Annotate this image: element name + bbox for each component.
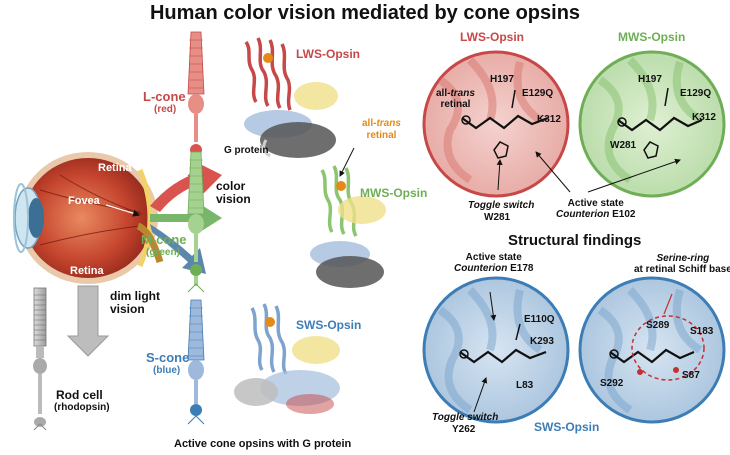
serine-s183: S183 <box>690 326 714 337</box>
mws-zoom-panel <box>578 50 726 198</box>
dim-light-arrow <box>66 285 110 357</box>
mws-k312: K312 <box>692 112 716 123</box>
m-cone-label: M-cone <box>141 232 187 247</box>
s-cone-label: S-cone <box>146 350 190 365</box>
lws-opsin-label: LWS-Opsin <box>296 47 360 61</box>
sws-toggle-switch: Toggle switch <box>432 412 499 423</box>
rod-cell-icon <box>33 287 47 431</box>
mws-w281: W281 <box>610 140 637 151</box>
serine-ring-label: Serine-ring at retinal Schiff base <box>634 253 730 275</box>
s-cone-sub: (blue) <box>153 365 181 376</box>
counterion-e178-label: Active state Counterion E178 <box>454 252 533 274</box>
sws-k293: K293 <box>530 336 554 347</box>
lws-retinal-a: all- <box>436 88 451 99</box>
sws-y262: Y262 <box>452 424 476 435</box>
mws-h197: H197 <box>638 74 662 85</box>
mws-e129q: E129Q <box>680 88 712 99</box>
pointer-toggle-switch <box>496 159 503 191</box>
active-state-2: Active state <box>465 252 522 263</box>
sws-opsin-label: SWS-Opsin <box>296 318 362 332</box>
l-cone-label: L-cone <box>143 89 186 104</box>
sws-l83: L83 <box>516 380 534 391</box>
counterion-2-res: E178 <box>510 263 534 274</box>
lws-zoom-panel <box>422 50 570 198</box>
mws-opsin-structure <box>310 165 386 288</box>
counterion-e102-label: Active state Counterion E102 <box>556 198 635 220</box>
mws-panel-title: MWS-Opsin <box>618 30 686 44</box>
rod-cell-label: Rod cell <box>56 388 103 402</box>
color-vision-label: color vision <box>216 179 251 206</box>
serine-ring-sub: at retinal Schiff base <box>634 264 730 275</box>
sws-zoom-panel-left <box>422 276 570 424</box>
retinal-italic: trans <box>376 118 401 129</box>
lws-w281: W281 <box>484 212 511 223</box>
sws-e110q: E110Q <box>524 314 555 325</box>
serine-s292: S292 <box>600 378 624 389</box>
rod-cell-sub: (rhodopsin) <box>54 402 110 413</box>
serine-s289: S289 <box>646 320 670 331</box>
dim-light-vision-label: dim light vision <box>110 289 160 316</box>
lws-e129q: E129Q <box>522 88 554 99</box>
counterion-1-res: E102 <box>612 209 636 220</box>
active-state-1: Active state <box>567 198 624 209</box>
l-cone-sub: (red) <box>154 104 177 115</box>
lws-k312: K312 <box>537 114 561 125</box>
pointer-counterion-mws <box>587 158 681 193</box>
sws-panel-title: SWS-Opsin <box>534 420 600 434</box>
lws-toggle-switch: Toggle switch <box>468 200 535 211</box>
lws-retinal-label: all-trans retinal <box>436 88 475 110</box>
m-cone-icon <box>187 151 205 293</box>
structures-caption: Active cone opsins with G protein <box>174 438 352 450</box>
lws-retinal-b: trans <box>450 88 475 99</box>
counterion-1: Counterion <box>556 209 610 220</box>
retina-top-label: Retina <box>98 162 132 174</box>
pointer-counterion-lws <box>535 151 571 193</box>
retinal-suffix: retinal <box>366 130 397 141</box>
pointer-all-trans-retinal <box>339 147 355 177</box>
figure-title: Human color vision mediated by cone opsi… <box>149 2 581 24</box>
retina-bottom-label: Retina <box>70 265 104 277</box>
m-cone-sub: (green) <box>146 247 180 258</box>
lws-h197: H197 <box>490 74 514 85</box>
mws-opsin-label: MWS-Opsin <box>360 186 428 200</box>
lws-opsin-structure <box>244 37 338 158</box>
serine-ring-title: Serine-ring <box>656 253 710 264</box>
lws-panel-title: LWS-Opsin <box>460 30 524 44</box>
fovea-label: Fovea <box>68 195 100 207</box>
structural-findings-heading: Structural findings <box>508 232 642 249</box>
sws-zoom-panel-right <box>578 276 726 424</box>
s-cone-icon <box>187 299 205 425</box>
counterion-2: Counterion <box>454 263 508 274</box>
lws-retinal-c: retinal <box>440 99 471 110</box>
all-trans-retinal-label: all-trans retinal <box>362 118 401 142</box>
eye-illustration <box>13 152 164 284</box>
g-protein-label: G protein <box>224 145 269 156</box>
sws-opsin-structure <box>234 303 340 414</box>
retinal-prefix: all- <box>362 118 377 129</box>
serine-s87: S87 <box>682 370 700 381</box>
